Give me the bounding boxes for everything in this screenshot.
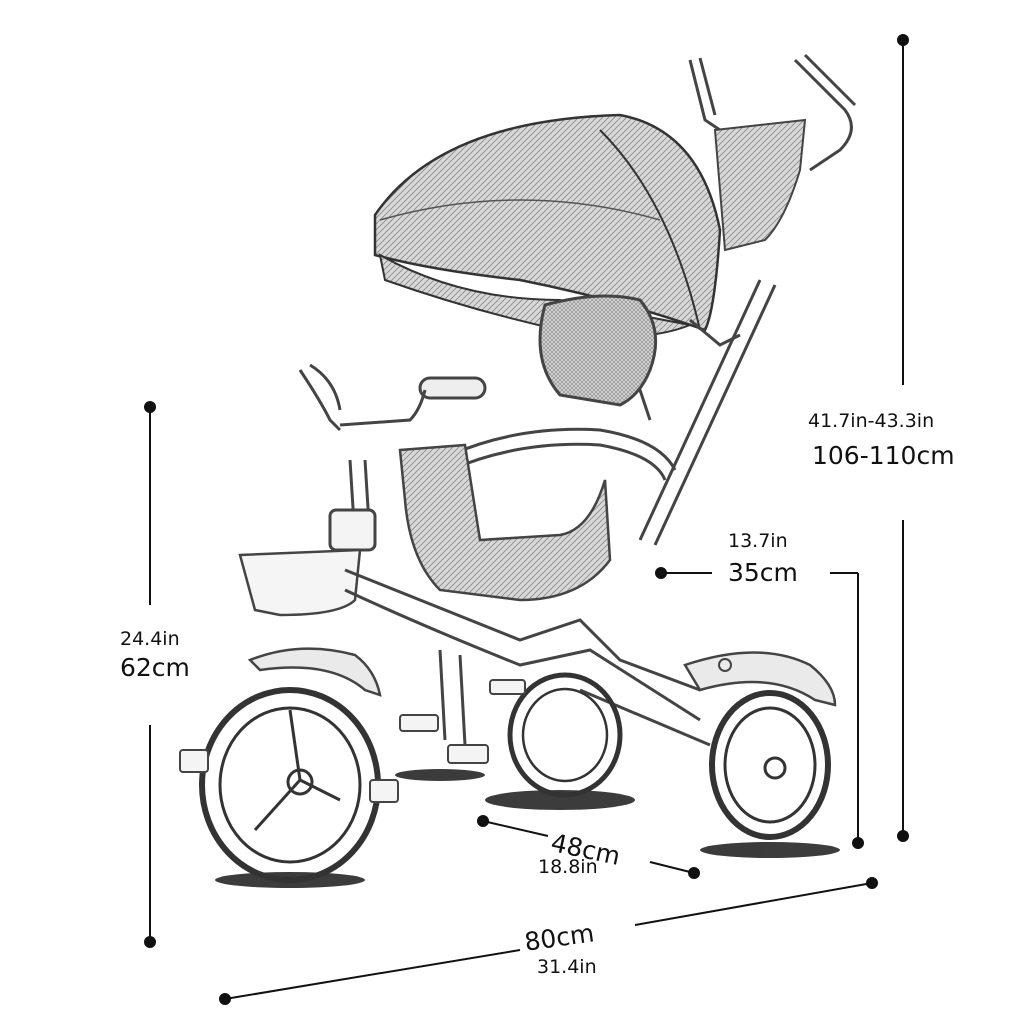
- handle-pad: [713, 118, 807, 252]
- seat-width-cm-label: 35cm: [728, 558, 798, 587]
- ground-shadows: [215, 769, 840, 888]
- rear-wheel-left: [507, 672, 623, 798]
- dimension-lines: [144, 34, 909, 1005]
- seat-height-inches-label: 24.4in: [120, 628, 180, 650]
- height-cm-label: 106-110cm: [812, 441, 955, 470]
- safety-bar: [449, 427, 677, 481]
- front-wheel: [199, 687, 381, 883]
- wheel-track-inches-label: 18.8in: [538, 856, 598, 878]
- front-fender: [247, 647, 382, 697]
- front-basket: [238, 548, 362, 617]
- height-inches-label: 41.7in-43.3in: [808, 410, 935, 432]
- pedals: [179, 749, 399, 803]
- rear-fender: [683, 651, 837, 707]
- backrest: [538, 294, 658, 407]
- seat-height-cm-label: 62cm: [120, 653, 190, 682]
- rear-wheel-right: [709, 690, 831, 840]
- length-inches-label: 31.4in: [537, 956, 597, 978]
- handlebar: [298, 363, 487, 552]
- seat-width-inches-label: 13.7in: [728, 530, 788, 552]
- frame: [344, 568, 711, 747]
- seat: [398, 443, 612, 602]
- push-handle: [638, 53, 857, 546]
- footrests: [399, 679, 526, 764]
